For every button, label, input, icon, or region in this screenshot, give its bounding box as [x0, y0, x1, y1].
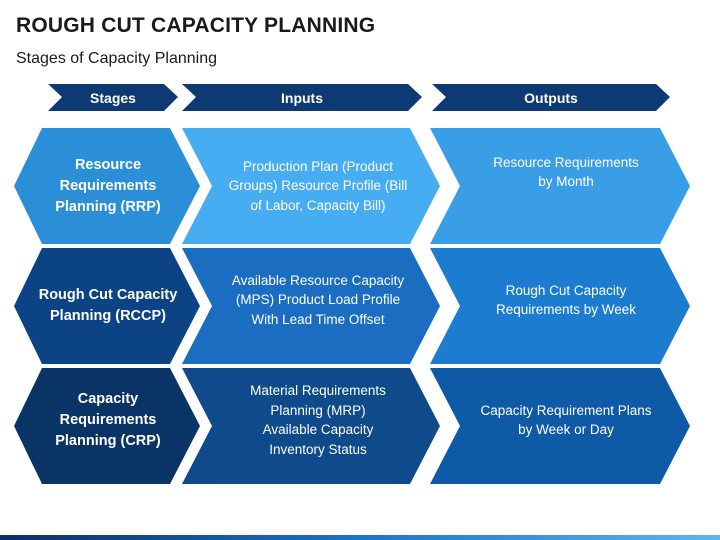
- row3-outputs-text: Capacity Requirement Plans by Week or Da…: [454, 362, 678, 478]
- row2-inputs-text: Available Resource Capacity (MPS) Produc…: [206, 242, 430, 358]
- row2-inputs-line: (MPS) Product Load Profile: [235, 292, 401, 308]
- row1-inputs-line: Groups) Resource Profile (Bill: [228, 178, 408, 194]
- row2-inputs-line: Available Resource Capacity: [231, 272, 405, 288]
- row3-stage-hexagon: [14, 368, 200, 484]
- row1-outputs-text: Resource Requirements by Month: [454, 114, 678, 230]
- row3-inputs-line: Available Capacity: [262, 422, 374, 437]
- row2-inputs-line: With Lead Time Offset: [251, 311, 385, 327]
- row1-stage-line: Resource: [74, 156, 142, 173]
- row1-stage-line: Planning (RRP): [55, 198, 161, 215]
- page-title: ROUGH CUT CAPACITY PLANNING: [16, 14, 376, 37]
- header-inputs-label: Inputs: [281, 89, 323, 106]
- row1-stage-line: Requirements: [59, 177, 157, 194]
- row3-outputs-line: by Week or Day: [518, 422, 614, 437]
- row1-stage-hexagon: [14, 128, 200, 244]
- row3-inputs-text: Material Requirements Planning (MRP) Ava…: [206, 362, 430, 478]
- row2-stage-line: Planning (RCCP): [50, 308, 166, 324]
- row1-inputs-chevron: [182, 128, 440, 244]
- row1-outputs-chevron: [430, 128, 690, 244]
- row2-stage-line: Rough Cut Capacity: [38, 287, 178, 303]
- header-stages-label: Stages: [90, 89, 136, 106]
- header-stages-chevron: [48, 84, 178, 111]
- row2-stage-text: Rough Cut Capacity Planning (RCCP): [30, 248, 186, 364]
- row1-inputs-line: of Labor, Capacity Bill): [250, 197, 386, 213]
- row3-stage-text: Capacity Requirements Planning (CRP): [30, 362, 186, 478]
- row3-inputs-line: Inventory Status: [269, 441, 367, 457]
- row2-outputs-line: Requirements by Week: [495, 302, 637, 317]
- row2-outputs-line: Rough Cut Capacity: [505, 282, 627, 298]
- row1-inputs-line: Production Plan (Product: [242, 158, 394, 174]
- row2-outputs-chevron: [430, 248, 690, 364]
- bottom-accent-bar: [0, 535, 720, 540]
- row3-inputs-chevron: [182, 368, 440, 484]
- row2-stage-hexagon: [14, 248, 200, 364]
- row3-inputs-line: Material Requirements: [250, 383, 386, 398]
- row1-stage-text: Resource Requirements Planning (RRP): [30, 128, 186, 244]
- row1-outputs-line: by Month: [538, 174, 594, 189]
- header-outputs-label: Outputs: [524, 89, 578, 106]
- row1-outputs-line: Resource Requirements: [493, 154, 639, 170]
- header-outputs-chevron: [432, 84, 670, 111]
- row1-inputs-text: Production Plan (Product Groups) Resourc…: [208, 128, 428, 244]
- row3-inputs-line: Planning (MRP): [270, 402, 366, 418]
- row3-stage-line: Capacity: [77, 390, 139, 407]
- row2-inputs-chevron: [182, 248, 440, 364]
- row3-outputs-chevron: [430, 368, 690, 484]
- row3-outputs-line: Capacity Requirement Plans: [480, 402, 652, 418]
- header-inputs-chevron: [182, 84, 422, 111]
- page-subtitle: Stages of Capacity Planning: [16, 50, 218, 67]
- row2-outputs-text: Rough Cut Capacity Requirements by Week: [454, 242, 678, 358]
- row3-stage-line: Planning (CRP): [55, 432, 161, 449]
- row3-stage-line: Requirements: [59, 411, 157, 428]
